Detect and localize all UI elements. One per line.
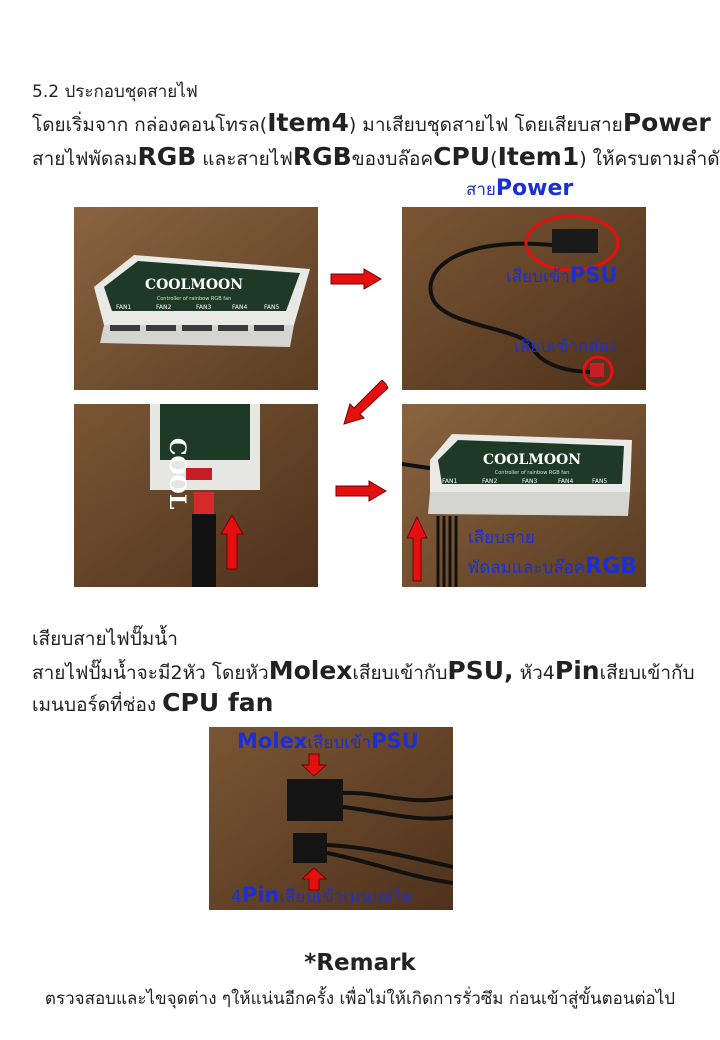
svg-text:FAN1: FAN1 [442, 478, 457, 485]
svg-text:FAN1: FAN1 [116, 304, 131, 311]
cpu-text: CPU [433, 142, 491, 171]
photo-molex-connector: Molexเสียบเข้าPSU 4Pinเสียบเข้าเมนบอร์ด [209, 727, 453, 910]
intro-text: สายไฟพัดลม [32, 148, 138, 170]
intro-text: ของบล๊อค [351, 148, 434, 170]
intro-text: และสายไฟ [196, 148, 293, 170]
highlight-circle-icon [524, 214, 620, 272]
svg-text:FAN2: FAN2 [156, 304, 171, 311]
photo-power-cable: เสียบเข้าPSU เสียบเข้ากล่อง [402, 207, 646, 390]
svg-text:Controller of rainbow RGB fan: Controller of rainbow RGB fan [495, 470, 570, 476]
molex-label: Molexเสียบเข้าPSU [237, 729, 419, 753]
photo-connector: COOL [74, 404, 318, 587]
intro-text: ( [490, 148, 498, 170]
intro-text: ) มาเสียบชุดสายไฟ โดยเสียบสาย [348, 114, 623, 136]
svg-text:FAN5: FAN5 [264, 304, 279, 311]
arrow-up-icon [406, 516, 428, 582]
intro-line-1: โดยเริ่มจาก กล่องคอนโทรล(Item4) มาเสียบช… [32, 108, 711, 140]
power-text: Power [622, 108, 711, 137]
item1-text: Item1 [497, 142, 580, 171]
box-label: เสียบเข้ากล่อง [514, 337, 618, 357]
arrow-down-icon [301, 753, 327, 777]
svg-text:FAN4: FAN4 [558, 478, 573, 485]
intro-text: ) ให้ครบตามลำดับ [579, 148, 720, 170]
remark-title: *Remark [304, 950, 416, 976]
arrow-up-icon [301, 867, 327, 891]
pin-label: 4Pinเสียบเข้าเมนบอร์ด [231, 883, 414, 907]
remark-text: ตรวจสอบและไขจุดต่าง ๆให้แน่นอีกครั้ง เพื… [44, 989, 676, 1009]
psu-label: เสียบเข้าPSU [506, 263, 618, 287]
brand-sub-text: Controller of rainbow RGB fan [157, 296, 232, 302]
arrow-right-icon [330, 268, 382, 290]
item4-text: Item4 [267, 108, 349, 137]
svg-text:FAN3: FAN3 [522, 478, 537, 485]
plug-label-2: พัดลมและบล๊อคRGB [468, 554, 637, 579]
brand-text: COOLMOON [145, 277, 243, 293]
svg-text:FAN5: FAN5 [592, 478, 607, 485]
rgb-text: RGB [292, 142, 352, 171]
intro-line-2: สายไฟพัดลมRGB และสายไฟRGBของบล๊อคCPU(Ite… [32, 142, 720, 174]
intro-text: โดยเริ่มจาก กล่องคอนโทรล( [32, 114, 268, 136]
svg-text:COOL: COOL [164, 438, 190, 509]
photo-plugged-controller: COOLMOON Controller of rainbow RGB fan F… [402, 404, 646, 587]
arrow-up-icon [220, 514, 244, 570]
pump-line-1: สายไฟปั๊มน้ำจะมี2หัว โดยหัวMolexเสียบเข้… [32, 656, 695, 685]
pump-heading: เสียบสายไฟปั๊มน้ำ [32, 628, 178, 650]
highlight-circle-icon [582, 355, 614, 387]
svg-text:COOLMOON: COOLMOON [483, 452, 581, 468]
svg-text:FAN4: FAN4 [232, 304, 247, 311]
rgb-text: RGB [137, 142, 197, 171]
section-heading: 5.2 ประกอบชุดสายไฟ [32, 82, 198, 102]
photo-controller-box: COOLMOON Controller of rainbow RGB fan F… [74, 207, 318, 390]
power-cable-label: สายPower [466, 176, 574, 201]
pump-line-2: เมนบอร์ดที่ช่อง CPU fan [32, 688, 274, 717]
arrow-right-icon [335, 480, 387, 502]
svg-text:FAN3: FAN3 [196, 304, 211, 311]
svg-text:FAN2: FAN2 [482, 478, 497, 485]
plug-label-1: เสียบสาย [468, 528, 535, 548]
arrow-down-left-icon [343, 380, 389, 425]
